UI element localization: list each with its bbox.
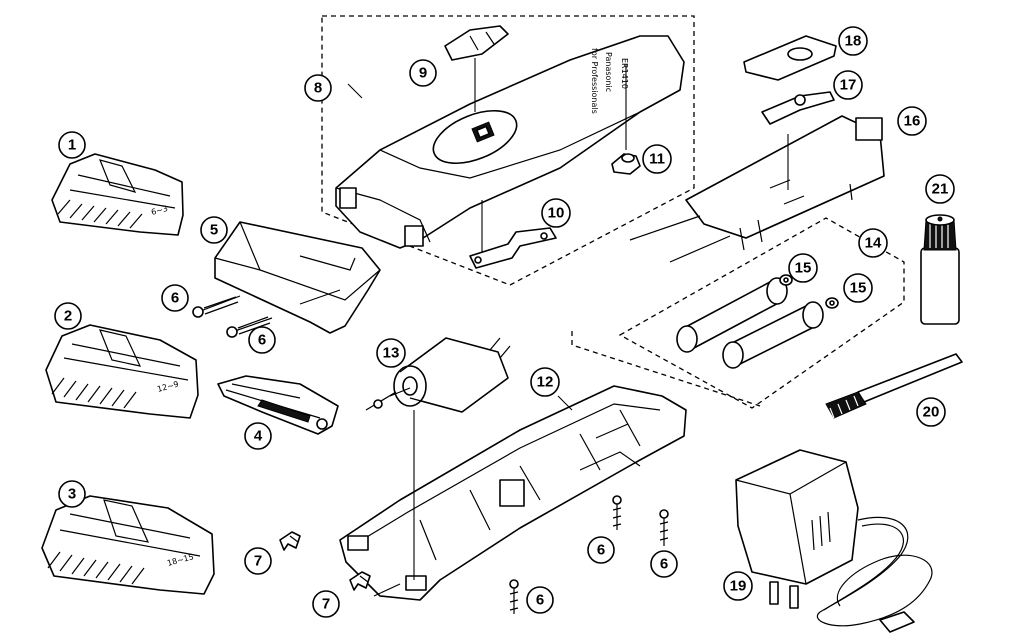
- lamp-lens-11: [611, 64, 641, 175]
- svg-text:7: 7: [322, 596, 330, 613]
- group-box-8: [321, 15, 695, 286]
- cover-18: [743, 35, 837, 81]
- svg-text:2: 2: [64, 308, 72, 325]
- cleaning-brush-20: [825, 353, 963, 419]
- callout-17: 17: [833, 70, 863, 100]
- svg-text:3: 3: [68, 486, 76, 503]
- callout-6-bottom: 6: [526, 586, 554, 614]
- callout-7-lower: 7: [312, 590, 340, 618]
- svg-text:11: 11: [649, 151, 665, 168]
- group-box-12: [571, 331, 761, 407]
- housing-pro-text: for Professionals: [590, 48, 599, 114]
- svg-text:12: 12: [537, 374, 554, 391]
- callout-16: 16: [897, 106, 927, 136]
- lower-housing-12: [339, 385, 687, 601]
- clip-7a: [279, 531, 301, 551]
- comb-attachment-2: 12~9: [45, 324, 199, 419]
- svg-text:6: 6: [536, 592, 544, 609]
- callout-21: 21: [925, 174, 955, 204]
- callout-6-left-upper: 6: [161, 284, 189, 312]
- svg-text:15: 15: [795, 260, 812, 277]
- svg-text:19: 19: [730, 578, 747, 595]
- screw-6d: [659, 509, 669, 546]
- screw-6c: [612, 495, 622, 530]
- housing-model-text: ER1410: [620, 58, 629, 89]
- comb-attachment-1: 6~3: [51, 153, 184, 236]
- callout-12: 12: [530, 367, 560, 397]
- screw-6e: [509, 579, 519, 614]
- callout-14: 14: [858, 228, 888, 258]
- switch-part-17: [761, 91, 835, 125]
- callout-2: 2: [54, 302, 82, 330]
- svg-text:14: 14: [865, 235, 882, 252]
- svg-text:1: 1: [68, 137, 76, 154]
- motor-13: [365, 337, 511, 413]
- callout-1: 1: [58, 131, 86, 159]
- svg-text:4: 4: [254, 428, 263, 445]
- callout-6-housing-left: 6: [587, 536, 615, 564]
- svg-text:6: 6: [171, 290, 179, 307]
- svg-text:6: 6: [258, 332, 266, 349]
- callout-5: 5: [200, 216, 228, 244]
- callout-18: 18: [838, 26, 868, 56]
- callout-10: 10: [541, 198, 571, 228]
- comb-1-mark: 6~3: [150, 204, 169, 217]
- svg-text:9: 9: [419, 65, 427, 82]
- svg-text:16: 16: [904, 113, 921, 130]
- callout-15-lower: 15: [843, 273, 873, 303]
- switch-knob-9: [444, 25, 509, 112]
- svg-text:10: 10: [548, 205, 565, 222]
- svg-text:5: 5: [210, 222, 218, 239]
- callout-9: 9: [409, 59, 437, 87]
- upper-housing-8: Panasonic for Professionals ER1410: [335, 35, 685, 249]
- callout-20: 20: [916, 397, 946, 427]
- washer-15a: [779, 274, 793, 286]
- svg-text:17: 17: [840, 77, 857, 94]
- callout-4: 4: [244, 422, 272, 450]
- callout-8: 8: [304, 74, 332, 102]
- blade-cover-5: [214, 221, 381, 334]
- blade-4: [217, 375, 339, 435]
- leader-lines: [299, 83, 573, 597]
- callout-19: 19: [723, 571, 753, 601]
- svg-text:15: 15: [850, 280, 867, 297]
- callout-6-housing-right: 6: [650, 550, 678, 578]
- svg-text:7: 7: [254, 553, 262, 570]
- callout-15-upper: 15: [788, 253, 818, 283]
- callout-13: 13: [376, 338, 406, 368]
- callout-3: 3: [58, 480, 86, 508]
- svg-text:13: 13: [383, 345, 400, 362]
- callout-6-left-lower: 6: [248, 326, 276, 354]
- washer-15b: [825, 297, 839, 309]
- callout-7-upper: 7: [244, 547, 272, 575]
- ac-adaptor-19: [735, 449, 933, 633]
- circuit-board-16: [629, 115, 885, 263]
- svg-text:20: 20: [923, 404, 940, 421]
- screw-6a: [192, 295, 241, 318]
- group-box-14: [618, 217, 905, 409]
- housing-brand-text: Panasonic: [604, 52, 613, 92]
- svg-text:6: 6: [660, 556, 668, 573]
- callout-11: 11: [642, 144, 672, 174]
- svg-text:8: 8: [314, 80, 322, 97]
- plate-10: [469, 200, 557, 269]
- svg-text:6: 6: [597, 542, 605, 559]
- oil-bottle-21: [920, 214, 960, 325]
- battery-14b: [722, 301, 824, 369]
- comb-attachment-3: 18~15: [41, 495, 215, 595]
- svg-text:21: 21: [932, 181, 949, 198]
- clip-7b: [349, 571, 371, 591]
- svg-text:18: 18: [845, 33, 862, 50]
- battery-14a: [676, 277, 788, 353]
